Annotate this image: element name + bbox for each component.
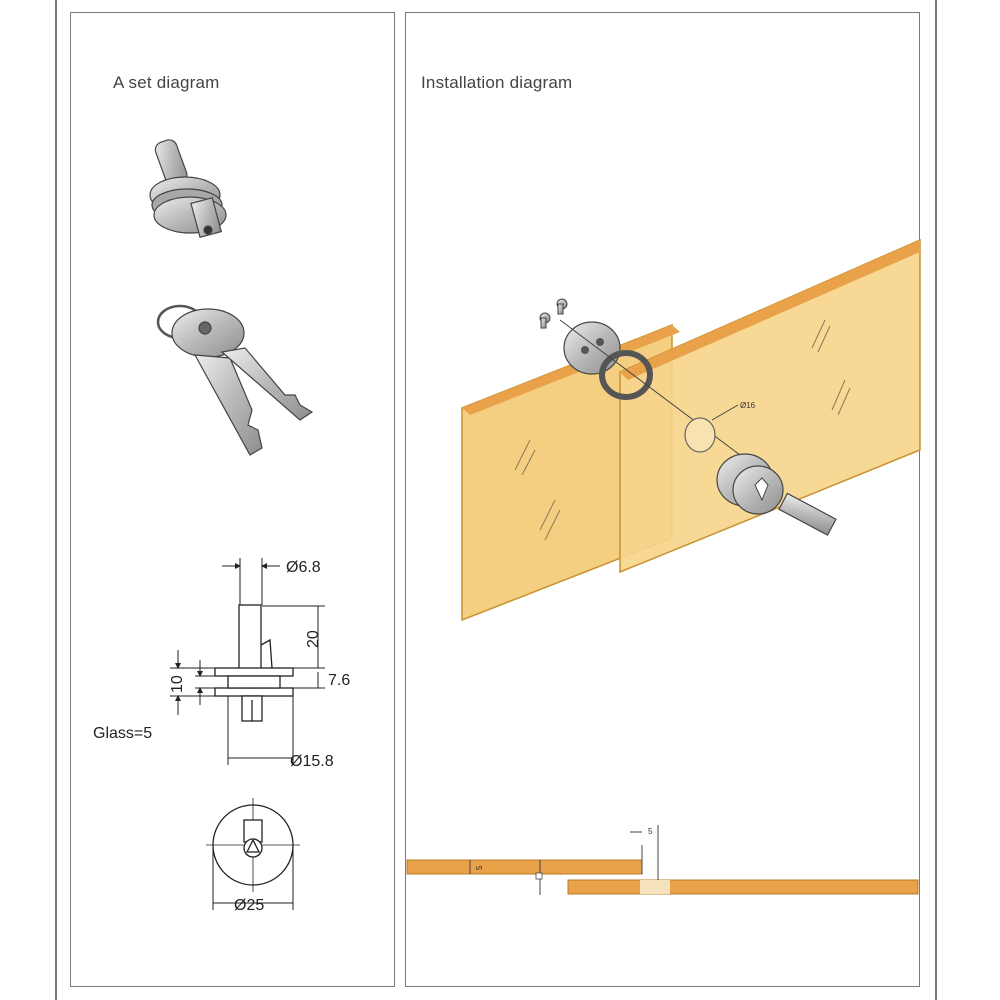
hole-diameter-label: Ø16 xyxy=(740,401,756,410)
glass-panel-front-edge xyxy=(620,240,920,380)
dim-glass-thickness: Glass=5 xyxy=(93,725,152,742)
installation-diagram-title: Installation diagram xyxy=(421,73,573,92)
technical-side-view xyxy=(170,558,325,765)
screw-parts xyxy=(539,298,568,329)
dim-shaft-diameter: Ø6.8 xyxy=(286,559,321,576)
dim-flange-diameter: Ø15.8 xyxy=(290,753,334,770)
section-back-glass xyxy=(406,859,643,875)
section-front-glass xyxy=(567,879,919,895)
glass-hole xyxy=(684,417,716,453)
dim-body-height: 10 xyxy=(169,675,186,693)
glass-panel-back-edge xyxy=(462,325,680,415)
right-border-line xyxy=(935,0,937,1000)
installation-cross-section xyxy=(406,825,919,895)
assembly-axis xyxy=(559,319,761,471)
installation-illustration xyxy=(461,238,921,622)
set-diagram-title: A set diagram xyxy=(113,73,220,92)
dim-shaft-length: 20 xyxy=(305,630,322,648)
glass-reflections xyxy=(514,319,851,541)
section-gap-label: 5 xyxy=(648,827,653,836)
washer-ring xyxy=(599,350,653,400)
dim-face-diameter: Ø25 xyxy=(234,897,264,914)
technical-front-view xyxy=(206,798,300,910)
left-border-line xyxy=(55,0,57,1000)
keys-illustration xyxy=(156,304,314,456)
glass-panel-front xyxy=(619,238,921,574)
section-glass-label: 5 xyxy=(475,865,484,870)
lock-body-illustration xyxy=(149,139,227,238)
lock-cam xyxy=(778,492,837,536)
dim-flange-gap: 7.6 xyxy=(328,672,350,689)
